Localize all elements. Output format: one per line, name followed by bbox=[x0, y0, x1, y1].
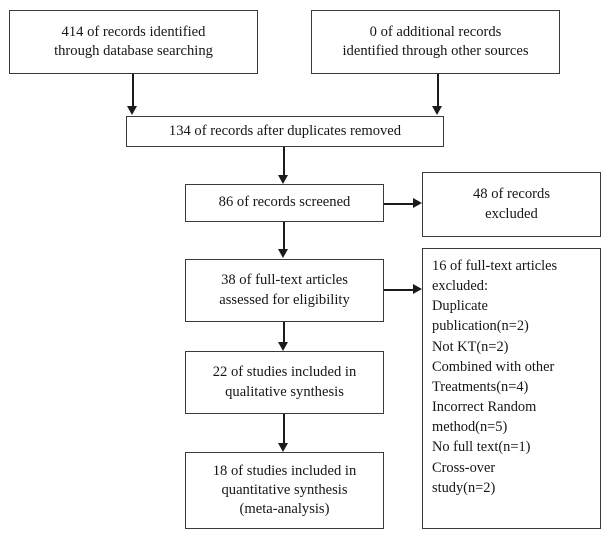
arrowhead-duplicates-to-screened bbox=[278, 175, 288, 184]
node-records-excluded: 48 of records excluded bbox=[422, 172, 601, 237]
node-database-records-label: 414 of records identified through databa… bbox=[54, 23, 213, 59]
connector-screened-to-fulltext bbox=[283, 222, 285, 250]
connector-screened-to-excluded bbox=[384, 203, 414, 205]
node-fulltext-assessed: 38 of full-text articles assessed for el… bbox=[185, 259, 384, 322]
node-quantitative-synthesis: 18 of studies included in quantitative s… bbox=[185, 452, 384, 529]
arrowhead-database-to-duplicates bbox=[127, 106, 137, 115]
connector-fulltext-to-excluded bbox=[384, 289, 414, 291]
node-fulltext-excluded-label: 16 of full-text articles excluded: Dupli… bbox=[432, 258, 558, 496]
node-duplicates-removed: 134 of records after duplicates removed bbox=[126, 116, 444, 147]
connector-duplicates-to-screened bbox=[283, 147, 285, 176]
arrowhead-fulltext-to-qualitative bbox=[278, 342, 288, 351]
node-fulltext-assessed-label: 38 of full-text articles assessed for el… bbox=[219, 272, 350, 308]
arrowhead-screened-to-excluded bbox=[413, 198, 422, 208]
node-qualitative-synthesis-label: 22 of studies included in qualitative sy… bbox=[212, 364, 357, 400]
connector-other-to-duplicates bbox=[437, 74, 439, 107]
connector-database-to-duplicates bbox=[132, 74, 134, 107]
node-fulltext-excluded: 16 of full-text articles excluded: Dupli… bbox=[422, 248, 601, 529]
arrowhead-screened-to-fulltext bbox=[278, 249, 288, 258]
node-quantitative-synthesis-label: 18 of studies included in quantitative s… bbox=[212, 462, 357, 518]
connector-qualitative-to-quantitative bbox=[283, 414, 285, 444]
node-qualitative-synthesis: 22 of studies included in qualitative sy… bbox=[185, 351, 384, 414]
node-records-screened: 86 of records screened bbox=[185, 184, 384, 222]
node-other-records-label: 0 of additional records identified throu… bbox=[342, 23, 529, 59]
node-database-records: 414 of records identified through databa… bbox=[9, 10, 258, 74]
node-other-records: 0 of additional records identified throu… bbox=[311, 10, 560, 74]
arrowhead-other-to-duplicates bbox=[432, 106, 442, 115]
node-records-excluded-label: 48 of records excluded bbox=[473, 186, 550, 222]
arrowhead-fulltext-to-excluded bbox=[413, 284, 422, 294]
connector-fulltext-to-qualitative bbox=[283, 322, 285, 343]
node-duplicates-removed-label: 134 of records after duplicates removed bbox=[168, 122, 402, 139]
arrowhead-qualitative-to-quantitative bbox=[278, 443, 288, 452]
node-records-screened-label: 86 of records screened bbox=[218, 194, 351, 211]
